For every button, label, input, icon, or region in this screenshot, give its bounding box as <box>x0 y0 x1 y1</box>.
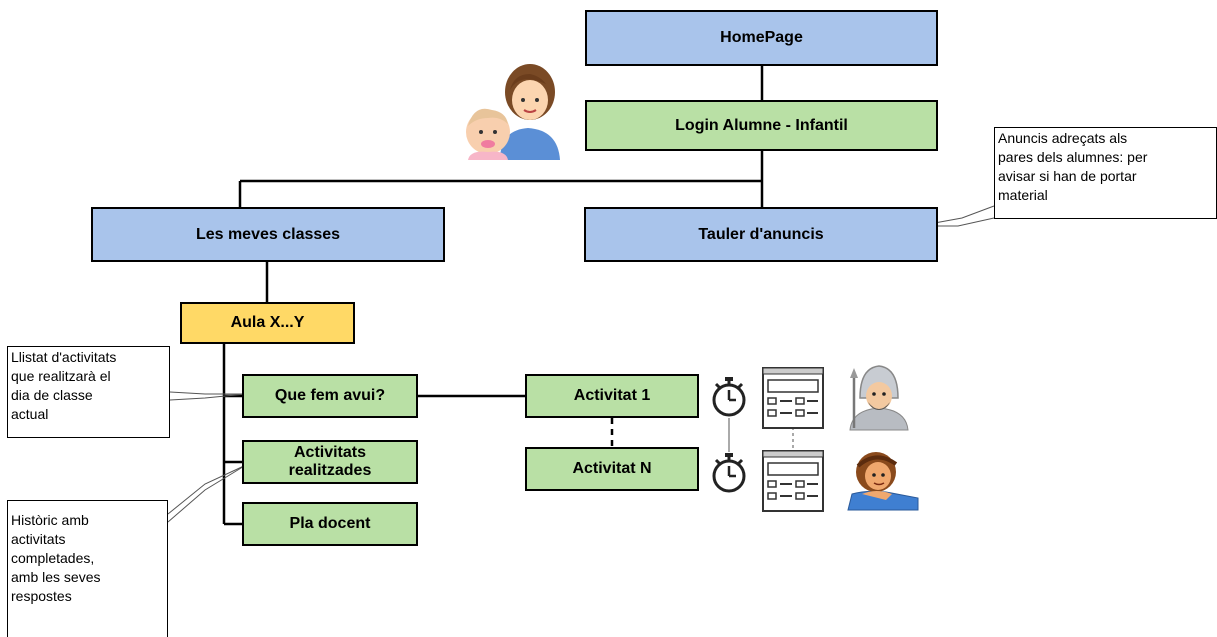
note-historic-line: Històric amb <box>11 512 89 528</box>
node-aula: Aula X...Y <box>180 302 355 344</box>
stopwatch-icon <box>712 377 746 417</box>
node-activitat-n-label: Activitat N <box>572 460 652 477</box>
node-les-meves-classes: Les meves classes <box>91 207 445 262</box>
note-llistat-line: que realitzarà el <box>11 368 111 384</box>
note-llistat-line: actual <box>11 406 49 422</box>
note-historic-line: completades, <box>11 550 95 566</box>
node-que-fem-avui-label: Que fem avui? <box>274 387 386 404</box>
node-homepage-label: HomePage <box>720 29 803 46</box>
note-historic-line: respostes <box>11 588 72 604</box>
node-pla-docent-label: Pla docent <box>289 515 371 532</box>
note-anuncis-line: pares dels alumnes: per <box>998 149 1148 165</box>
note-anuncis-line: Anuncis adreçats als <box>998 130 1128 146</box>
note-historic: Històric amb activitats completades, amb… <box>7 500 168 637</box>
node-aula-label: Aula X...Y <box>230 314 305 331</box>
note-anuncis: Anuncis adreçats als pares dels alumnes:… <box>994 127 1217 219</box>
note-historic-line: activitats <box>11 531 66 547</box>
node-tauler-anuncis-label: Tauler d'anuncis <box>698 225 824 243</box>
stopwatch-icon <box>712 453 746 493</box>
note-llistat: Llistat d'activitats que realitzarà el d… <box>7 346 170 438</box>
node-login: Login Alumne - Infantil <box>585 100 938 151</box>
parent-with-baby-icon <box>466 64 560 160</box>
node-activitat-1-label: Activitat 1 <box>573 387 651 404</box>
node-activitats-realitzades: Activitats realitzades <box>242 440 418 484</box>
node-que-fem-avui: Que fem avui? <box>242 374 418 418</box>
node-les-meves-classes-label: Les meves classes <box>195 225 341 243</box>
note-anuncis-line: avisar si han de portar <box>998 168 1137 184</box>
note-anuncis-line: material <box>998 187 1048 203</box>
form-template-icon <box>762 450 824 512</box>
node-homepage: HomePage <box>585 10 938 66</box>
node-tauler-anuncis: Tauler d'anuncis <box>584 207 938 262</box>
node-activitat-n: Activitat N <box>525 447 699 491</box>
node-activitat-1: Activitat 1 <box>525 374 699 418</box>
node-pla-docent: Pla docent <box>242 502 418 546</box>
knight-avatar-icon <box>849 365 909 431</box>
node-activitats-realitzades-label: Activitats realitzades <box>288 444 372 479</box>
form-template-icon <box>762 367 824 429</box>
note-llistat-line: dia de classe <box>11 387 93 403</box>
note-llistat-line: Llistat d'activitats <box>11 349 117 365</box>
node-login-label: Login Alumne - Infantil <box>675 116 848 134</box>
reclining-character-icon <box>847 452 919 511</box>
note-historic-line: amb les seves <box>11 569 101 585</box>
